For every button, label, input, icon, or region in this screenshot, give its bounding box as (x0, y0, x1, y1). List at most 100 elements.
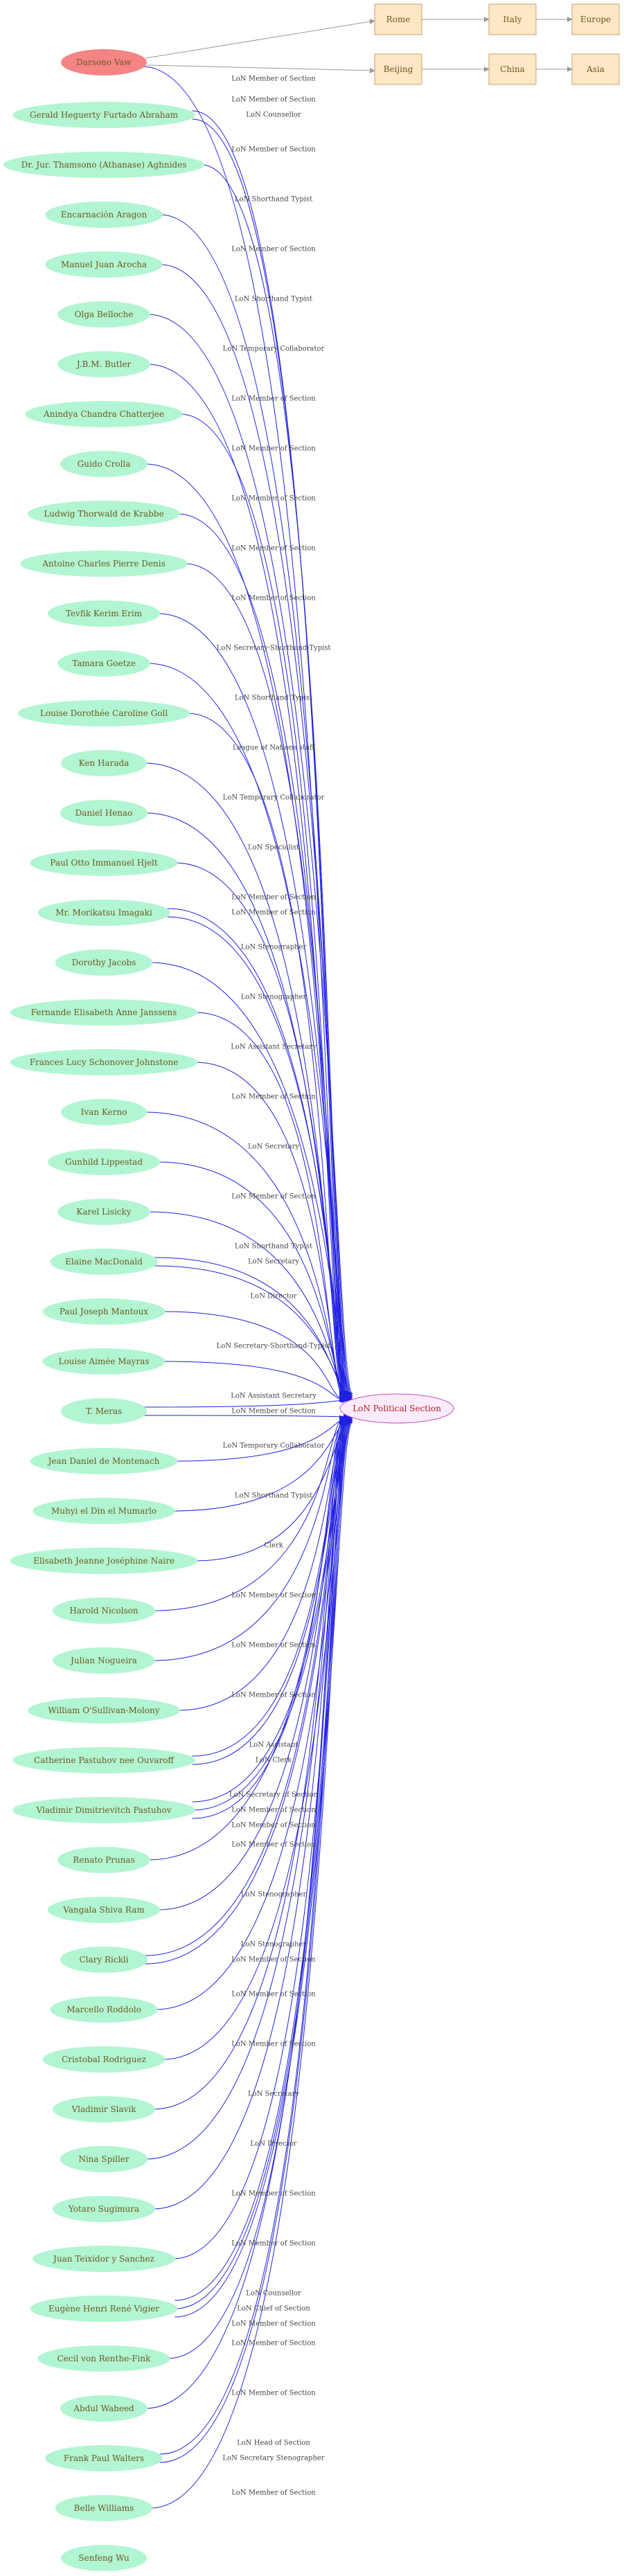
edge-label: LoN Assistant (249, 1742, 298, 1749)
place-node-rome[interactable]: Rome (374, 3, 422, 35)
person-node-elaine-macdonald[interactable]: Elaine MacDonald (50, 1249, 158, 1275)
place-node-beijing[interactable]: Beijing (374, 53, 422, 85)
edge-label: LoN Member of Section (231, 2240, 316, 2248)
edge-label: LoN Member of Section (231, 1093, 316, 1101)
edge-label: LoN Member of Section (231, 2190, 316, 2198)
person-node-renato-prunas[interactable]: Renato Prunas (57, 1847, 150, 1873)
person-node-shape (12, 102, 195, 128)
place-node-china[interactable]: China (488, 53, 537, 85)
person-node-yotaro-sugimura[interactable]: Yotaro Sugimura (53, 2196, 155, 2222)
person-node-eugene-henri-rene-vigier[interactable]: Eugène Henri René Vigier (30, 2296, 178, 2322)
person-node-ivan-kerno[interactable]: Ivan Kerno (61, 1099, 147, 1125)
person-node-cecil-von-renthe-fink[interactable]: Cecil von Renthe-Fink (37, 2345, 170, 2372)
person-node-ken-harada[interactable]: Ken Harada (61, 750, 147, 776)
person-node-antoine-charles-pierre-denis[interactable]: Antoine Charles Pierre Denis (20, 551, 188, 577)
edge-gerald-heguerty-furtado-abraham-0 (192, 110, 346, 1395)
edge-encarnacion-aragon-0 (159, 214, 350, 1396)
person-node-shape (53, 1647, 155, 1674)
person-node-senfeng-wu[interactable]: Senfeng Wu (61, 2545, 147, 2571)
place-node-italy[interactable]: Italy (488, 3, 537, 35)
person-node-gerald-heguerty-furtado-abraham[interactable]: Gerald Heguerty Furtado Abraham (12, 102, 195, 128)
edge-label: LoN Stenographer (241, 944, 307, 951)
person-node-vladimir-dimitrievitch-pastuhov[interactable]: Vladimir Dimitrievitch Pastuhov (12, 1797, 195, 1823)
person-node-ludwig-thorwald-de-krabbe[interactable]: Ludwig Thorwald de Krabbe (28, 501, 180, 527)
person-node-abdul-waheed[interactable]: Abdul Waheed (60, 2395, 148, 2422)
person-node-marcello-roddolo[interactable]: Marcello Roddolo (50, 1996, 158, 2023)
edge-dorothy-jacobs-0 (150, 962, 353, 1401)
person-node-shape (12, 1797, 195, 1823)
person-node-label: Elisabeth Jeanne Joséphine Naire (33, 1556, 175, 1566)
edge-label: LoN Member of Section (231, 495, 316, 503)
edge-frank-paul-walters-1 (159, 1420, 349, 2463)
edge-label: LoN Counsellor (246, 2290, 301, 2298)
person-node-label: Ludwig Thorwald de Krabbe (44, 509, 163, 519)
person-node-label: Vladimir Slavik (71, 2104, 136, 2114)
person-node-vladimir-slavik[interactable]: Vladimir Slavik (53, 2096, 155, 2122)
place-node-asia[interactable]: Asia (571, 53, 620, 85)
person-node-julian-nogueira[interactable]: Julian Nogueira (53, 1647, 155, 1674)
person-node-dr-jur-thamsono-athanase-aghnides[interactable]: Dr. Jur. Thamsono (Athanase) Aghnides (3, 152, 204, 178)
edge-louise-aimee-mayras-0 (162, 1361, 346, 1403)
person-node-paul-otto-immanuel-hjelt[interactable]: Paul Otto Immanuel Hjelt (30, 850, 178, 876)
person-node-harold-nicolson[interactable]: Harold Nicolson (53, 1598, 155, 1624)
person-node-daniel-henao[interactable]: Daniel Henao (60, 800, 148, 826)
person-node-label: Harold Nicolson (69, 1606, 138, 1616)
person-node-tamara-goetze[interactable]: Tamara Goetze (57, 650, 150, 677)
person-node-dorothy-jacobs[interactable]: Dorothy Jacobs (55, 949, 153, 976)
edge-frank-paul-walters-0 (159, 1420, 348, 2455)
person-node-vangala-shiva-ram[interactable]: Vangala Shiva Ram (47, 1897, 161, 1923)
person-node-olga-belloche[interactable]: Olga Belloche (57, 301, 150, 328)
person-node-juan-teixidor-y-sanchez[interactable]: Juan Teixidor y Sanchez (33, 2246, 175, 2272)
person-node-shape (60, 1947, 148, 1973)
place-node-europe[interactable]: Europe (571, 3, 620, 35)
edge-antoine-charles-pierre-denis-0 (184, 563, 350, 1398)
person-node-catherine-pastuhov-nee-ouvaroff[interactable]: Catherine Pastuhov nee Ouvaroff (12, 1747, 195, 1773)
person-node-anindya-chandra-chatterjee[interactable]: Anindya Chandra Chatterjee (25, 401, 183, 427)
edge-label: LoN Member of Section (231, 1956, 316, 1964)
edge-label: LoN Temporary Collaborator (223, 346, 325, 353)
edge-label: LoN Shorthand Typist (235, 296, 312, 303)
person-node-frances-lucy-schonover-johnstone[interactable]: Frances Lucy Schonover Johnstone (10, 1049, 198, 1075)
person-node-frank-paul-walters[interactable]: Frank Paul Walters (45, 2445, 163, 2471)
place-node-shape (571, 53, 620, 85)
person-node-jean-daniel-de-montenach[interactable]: Jean Daniel de Montenach (30, 1448, 178, 1474)
edge-belle-williams-0 (150, 1420, 350, 2509)
person-node-clary-rickli[interactable]: Clary Rickli (60, 1947, 148, 1973)
person-node-nina-spiller[interactable]: Nina Spiller (60, 2146, 148, 2172)
nodes-layer: LoN Political Section Darsono Vaw Rome Ital… (3, 3, 620, 2571)
person-node-muhyi-el-din-el-mumarlo[interactable]: Muhyi el Din el Mumarlo (33, 1498, 175, 1524)
person-node-guido-crolla[interactable]: Guido Crolla (60, 451, 148, 477)
person-node-mr-morikatsu-imagaki[interactable]: Mr. Morikatsu Imagaki (37, 900, 170, 926)
person-node-louise-aimee-mayras[interactable]: Louise Aimée Mayras (42, 1348, 166, 1375)
person-node-paul-joseph-mantoux[interactable]: Paul Joseph Mantoux (42, 1298, 166, 1325)
place-node-label: Europe (580, 15, 611, 24)
person-node-belle-williams[interactable]: Belle Williams (55, 2495, 153, 2521)
person-node-manuel-juan-arocha[interactable]: Manuel Juan Arocha (45, 251, 163, 278)
person-node-fernande-elisabeth-anne-janssens[interactable]: Fernande Elisabeth Anne Janssens (10, 999, 198, 1026)
person-node-encarnacion-aragon[interactable]: Encarnación Aragon (45, 202, 163, 228)
target-node[interactable]: LoN Political Section (339, 1393, 454, 1424)
edge-eugene-henri-rene-vigier-2 (175, 1420, 353, 2318)
person-node-elisabeth-jeanne-josephine-naire[interactable]: Elisabeth Jeanne Joséphine Naire (10, 1548, 198, 1574)
edge-j-b-m-butler-0 (147, 364, 345, 1397)
place-node-label: Italy (503, 15, 522, 24)
person-node-shape (57, 351, 150, 377)
person-node-j-b-m-butler[interactable]: J.B.M. Butler (57, 351, 150, 377)
person-node-shape (47, 1897, 161, 1923)
edge-nina-spiller-0 (145, 1418, 346, 2160)
person-node-shape (50, 1996, 158, 2023)
person-node-gunhild-lippestad[interactable]: Gunhild Lippestad (47, 1149, 161, 1175)
person-node-label: Vangala Shiva Ram (62, 1905, 145, 1915)
person-node-t-meras[interactable]: T. Meras (61, 1398, 147, 1424)
person-node-label: Karel Lisicky (76, 1207, 131, 1217)
person-node-louise-dorothee-caroline-goll[interactable]: Louise Dorothée Caroline Goll (17, 700, 190, 726)
edge-label: LoN Member of Section (231, 1841, 316, 1849)
edge-label: LoN Member of Section (231, 2390, 316, 2397)
edge-t-meras-0 (143, 1397, 348, 1408)
person-node-tevfik-kerim-erim[interactable]: Tevfik Kerim Erim (47, 600, 161, 627)
person-node-darsono-vaw[interactable]: Darsono Vaw (61, 49, 147, 75)
person-node-william-o-sullivan-molony[interactable]: William O'Sullivan-Molony (28, 1697, 180, 1724)
person-node-cristobal-rodriguez[interactable]: Cristobal Rodriguez (42, 2046, 166, 2073)
person-node-karel-lisicky[interactable]: Karel Lisicky (57, 1199, 150, 1225)
edge-vladimir-slavik-0 (152, 1418, 345, 2110)
